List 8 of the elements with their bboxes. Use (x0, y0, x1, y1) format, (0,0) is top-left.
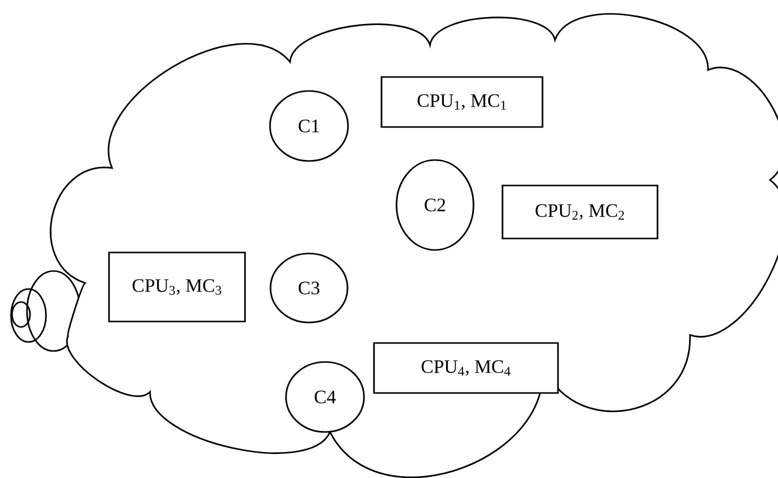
ellipse-node: C1 (269, 90, 349, 162)
process-box: CPU$_{2}$, MC$_{2}$ (502, 184, 658, 240)
process-box: CPU$_{3}$, MC$_{3}$ (108, 252, 246, 322)
process-box: CPU$_{4}$, MC$_{4}$ (373, 342, 559, 394)
ellipse-node: C4 (285, 361, 365, 433)
process-box: CPU$_{1}$, MC$_{1}$ (380, 76, 544, 128)
ellipse-node: C3 (270, 252, 348, 324)
ellipse-node: C2 (396, 159, 474, 251)
